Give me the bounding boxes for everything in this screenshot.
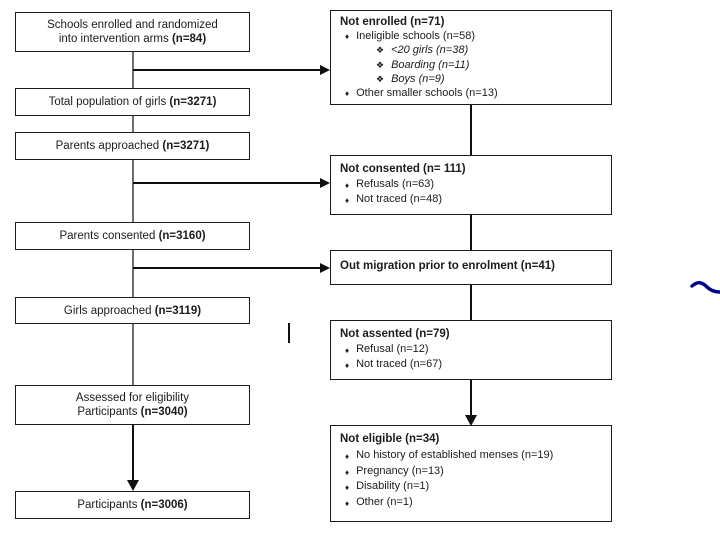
connector-girls-to-assessed — [132, 324, 134, 385]
pen-mark-icon — [690, 281, 720, 294]
sub-bullet-item: ❖Boarding (n=11) — [376, 58, 470, 71]
bullet-item: ♦Refusal (n=12) — [340, 342, 603, 357]
arrowhead-right-icon — [320, 178, 330, 188]
bullet-item: ♦Disability (n=1) — [340, 479, 603, 495]
diamond-bullet-icon: ♦ — [345, 32, 350, 42]
arrow-notassented-to-noteligible — [470, 380, 472, 417]
arrow-assessed-to-participants — [132, 425, 134, 481]
bullet-item: ♦Not traced (n=67) — [340, 357, 603, 372]
diamond-bullet-icon: ♦ — [345, 346, 350, 355]
connector-population-to-approached — [132, 116, 134, 132]
diamond-bullet-icon: ♦ — [345, 499, 350, 509]
box-assessed-eligibility: Assessed for eligibility Participants (n… — [15, 385, 250, 425]
connector-approached-to-consented — [132, 160, 134, 222]
arrow-to-not-enrolled — [133, 69, 321, 71]
box-label: Participants (n=3006) — [77, 499, 188, 511]
connector-notconsented-to-outmigration — [470, 215, 472, 250]
sub-bullet-item: ❖Boys (n=9) — [376, 72, 445, 85]
bullet-item: ♦No history of established menses (n=19) — [340, 448, 603, 464]
bullet-item: ♦Ineligible schools (n=58) — [340, 29, 603, 43]
diamond-bullet-icon: ♦ — [345, 483, 350, 493]
bullet-item: ♦Other (n=1) — [340, 495, 603, 511]
sub-bullet-item: ❖<20 girls (n=38) — [376, 44, 469, 57]
box-parents-consented: Parents consented (n=3160) — [15, 222, 250, 250]
box-n-value: (n=3160) — [158, 230, 206, 242]
diamond-bullet-icon: ♦ — [345, 181, 350, 190]
box-not-consented: Not consented (n= 111) ♦Refusals (n=63) … — [330, 155, 612, 215]
connector-consented-to-girls — [132, 250, 134, 297]
connector-outmigration-to-notassented — [470, 285, 472, 320]
box-not-enrolled: Not enrolled (n=71) ♦Ineligible schools … — [330, 10, 612, 105]
stray-tick-mark — [288, 323, 290, 343]
box-title: Not eligible (n=34) — [340, 433, 440, 445]
diamond-bullet-icon: ♦ — [345, 196, 350, 205]
box-label: Total population of girls (n=3271) — [48, 96, 217, 108]
diamond-bullet-icon: ♦ — [345, 451, 350, 461]
bullet-item: ♦Refusals (n=63) — [340, 177, 603, 192]
box-label-line2: into intervention arms (n=84) — [58, 33, 207, 45]
box-title: Not consented (n= 111) — [340, 163, 466, 175]
diamond-bullet-icon: ♦ — [345, 467, 350, 477]
box-label-line2: Participants (n=3040) — [77, 406, 188, 418]
box-n-value: (n=3040) — [140, 406, 188, 418]
bullet-item: ♦Other smaller schools (n=13) — [340, 86, 603, 100]
box-girls-approached: Girls approached (n=3119) — [15, 297, 250, 324]
box-n-value: (n=3119) — [154, 304, 202, 317]
arrowhead-down-icon — [465, 415, 477, 426]
box-label-line1: Assessed for eligibility — [75, 392, 190, 404]
box-total-population: Total population of girls (n=3271) — [15, 88, 250, 116]
florette-bullet-icon: ❖ — [376, 59, 385, 70]
box-label: Girls approached (n=3119) — [63, 304, 202, 317]
box-not-assented: Not assented (n=79) ♦Refusal (n=12) ♦Not… — [330, 320, 612, 380]
arrowhead-right-icon — [320, 263, 330, 273]
box-label: Parents consented (n=3160) — [59, 230, 206, 242]
arrowhead-down-icon — [127, 480, 139, 491]
box-title: Out migration prior to enrolment (n=41) — [340, 259, 555, 272]
box-not-eligible: Not eligible (n=34) ♦No history of estab… — [330, 425, 612, 522]
box-title: Not enrolled (n=71) — [340, 16, 445, 28]
box-participants: Participants (n=3006) — [15, 491, 250, 519]
box-label-line1: Schools enrolled and randomized — [47, 19, 218, 31]
diamond-bullet-icon: ♦ — [345, 361, 350, 370]
box-title: Not assented (n=79) — [340, 328, 450, 340]
arrow-to-out-migration — [133, 267, 321, 269]
box-parents-approached: Parents approached (n=3271) — [15, 132, 250, 160]
box-label: Parents approached (n=3271) — [55, 140, 210, 152]
florette-bullet-icon: ❖ — [376, 45, 385, 56]
connector-notenrolled-to-notconsented — [470, 105, 472, 155]
box-n-value: (n=3271) — [169, 96, 217, 108]
box-schools-enrolled: Schools enrolled and randomized into int… — [15, 12, 250, 52]
box-out-migration: Out migration prior to enrolment (n=41) — [330, 250, 612, 285]
box-n-value: (n=3006) — [140, 499, 188, 511]
bullet-item: ♦Not traced (n=48) — [340, 192, 603, 207]
box-n-value: (n=3271) — [162, 140, 210, 152]
bullet-item: ♦Pregnancy (n=13) — [340, 464, 603, 480]
diamond-bullet-icon: ♦ — [345, 89, 350, 99]
box-n-value: (n=84) — [171, 33, 207, 45]
florette-bullet-icon: ❖ — [376, 73, 385, 84]
arrow-to-not-consented — [133, 182, 321, 184]
arrowhead-right-icon — [320, 65, 330, 75]
